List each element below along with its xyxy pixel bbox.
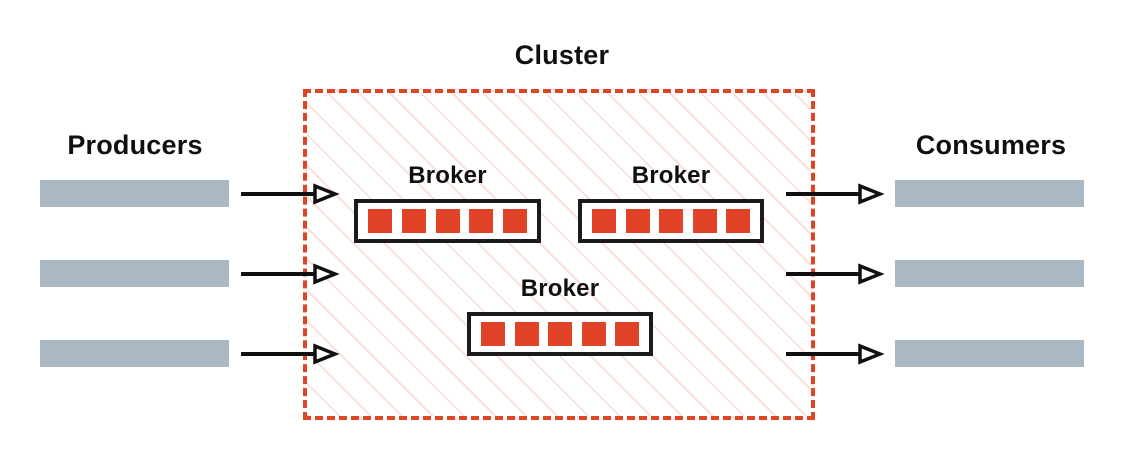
partition-cell (481, 322, 505, 346)
broker-label-1: Broker (408, 162, 487, 189)
broker-box-1 (354, 199, 541, 243)
partition-cell (625, 209, 650, 233)
consumer-node-1 (895, 180, 1084, 207)
partition-cell (503, 209, 527, 233)
broker-label-2: Broker (631, 162, 711, 189)
partition-cell (581, 322, 606, 346)
broker-box-2 (578, 199, 764, 243)
producer-node-2 (40, 260, 229, 287)
partition-cell (615, 322, 639, 346)
arrow-producer-3-to-cluster (241, 343, 340, 365)
partition-cell (659, 209, 683, 233)
partition-cell (368, 209, 392, 233)
consumer-node-2 (895, 260, 1084, 287)
partition-cell (469, 209, 494, 233)
partition-cell (592, 209, 616, 233)
arrow-cluster-to-consumer-1 (786, 183, 885, 205)
producers-title: Producers (67, 130, 203, 160)
arrow-producer-1-to-cluster (241, 183, 340, 205)
broker-box-3 (467, 312, 653, 356)
producer-node-1 (40, 180, 229, 207)
arrow-cluster-to-consumer-2 (786, 263, 885, 285)
partition-cell (401, 209, 426, 233)
partition-cell (692, 209, 717, 233)
consumers-title: Consumers (915, 130, 1067, 160)
partition-cell (548, 322, 572, 346)
cluster-title: Cluster (514, 40, 610, 70)
partition-cell (514, 322, 539, 346)
broker-label-3: Broker (520, 275, 600, 302)
producer-node-3 (40, 340, 229, 367)
partition-cell (726, 209, 750, 233)
partition-cell (435, 209, 460, 233)
arrow-producer-2-to-cluster (241, 263, 340, 285)
consumer-node-3 (895, 340, 1084, 367)
arrow-cluster-to-consumer-3 (786, 343, 885, 365)
cluster-boundary (303, 89, 815, 420)
